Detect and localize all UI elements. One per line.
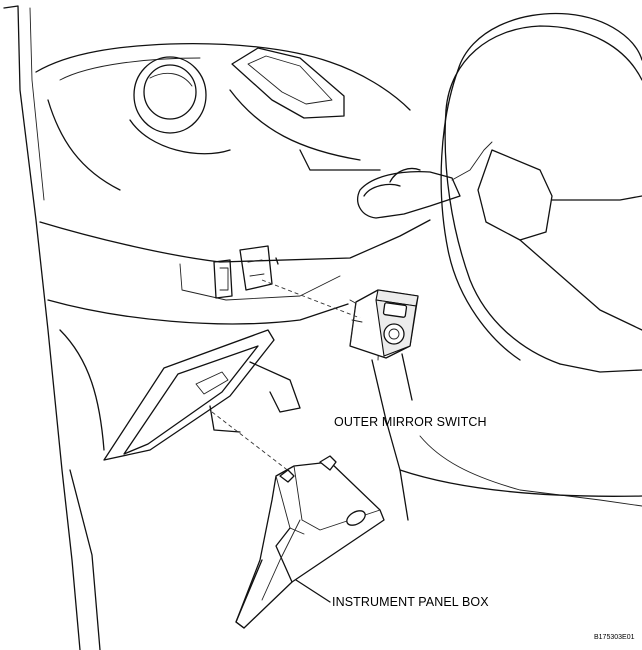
dash-top — [35, 42, 411, 191]
a-pillar — [3, 5, 101, 650]
air-vent — [129, 56, 231, 155]
leader-line-panel-box — [295, 579, 331, 603]
instrument-panel-box — [235, 455, 385, 629]
meter-hood — [229, 47, 381, 171]
label-instrument-panel-box: INSTRUMENT PANEL BOX — [332, 595, 489, 609]
steering-stalk — [357, 141, 493, 219]
outer-mirror-switch — [349, 289, 419, 359]
assembly-guides — [211, 279, 361, 473]
glovebox-opening — [103, 329, 301, 461]
steering-wheel — [440, 12, 642, 373]
switch-opening — [213, 245, 279, 299]
lower-dash — [39, 219, 431, 451]
label-outer-mirror-switch: OUTER MIRROR SWITCH — [334, 415, 487, 429]
leader-line-mirror-switch — [401, 353, 413, 401]
figure-code: B175303E01 — [594, 634, 635, 641]
